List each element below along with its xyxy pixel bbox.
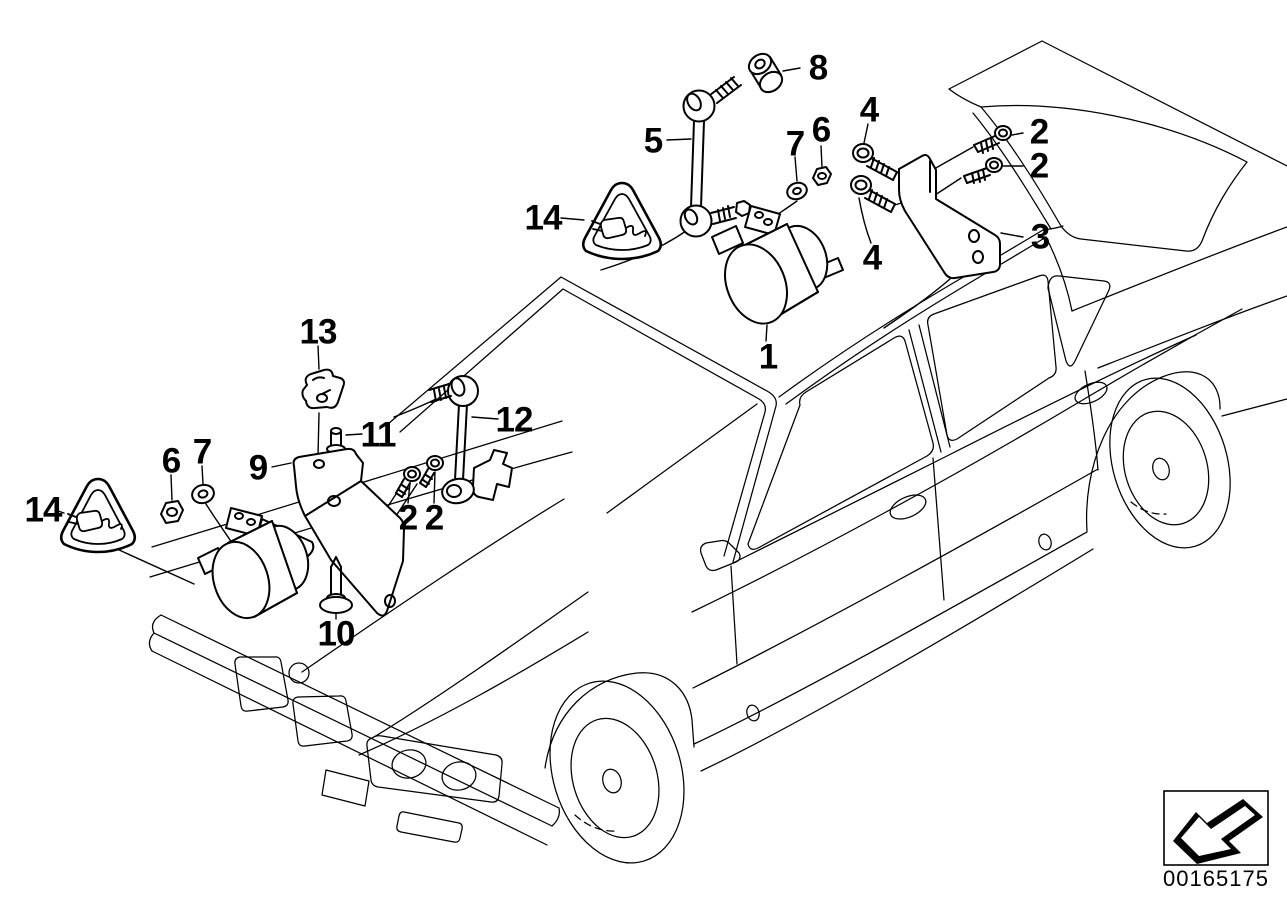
part-8-bushing (747, 52, 784, 94)
callout-2-front-1: 2 (398, 498, 418, 538)
part-4-screws (850, 143, 898, 213)
part-10-screw (319, 556, 353, 614)
callout-14-left: 14 (24, 490, 63, 530)
part-7-washer-top (786, 181, 808, 201)
part-12-link-rod (428, 375, 513, 505)
callout-9: 9 (248, 448, 268, 488)
callout-7-top: 7 (785, 124, 805, 164)
callout-3: 3 (1030, 217, 1050, 257)
callout-11: 11 (360, 415, 397, 455)
callout-13: 13 (299, 312, 338, 352)
callout-6-left: 6 (161, 441, 181, 481)
part-5-link-rod (679, 76, 751, 238)
level-sensor-front (197, 507, 315, 620)
callout-7-left: 7 (192, 432, 212, 472)
callout-1: 1 (758, 337, 778, 377)
callout-6-top: 6 (811, 110, 831, 150)
warning-triangle-top (581, 181, 663, 261)
callout-14-top: 14 (524, 198, 563, 238)
diagram-stamp (1163, 790, 1269, 866)
callout-10: 10 (317, 614, 356, 654)
part-3-bracket-rear (898, 154, 1001, 280)
callout-5: 5 (643, 121, 663, 161)
callout-2-front-2: 2 (424, 498, 444, 538)
part-9-bracket-front (292, 447, 405, 617)
warning-triangle-left (59, 477, 137, 554)
part-1-level-sensor-rear (711, 205, 844, 325)
callout-4-top: 4 (859, 90, 879, 130)
diagram-id-number: 00165175 (1163, 866, 1269, 891)
connector-plug-warning-icon (67, 509, 123, 533)
part-6-nut-top (812, 166, 832, 186)
page-direction-arrow-icon (1173, 799, 1263, 864)
callout-8: 8 (808, 48, 828, 88)
leader-lines (57, 67, 1024, 620)
part-2-screws-front (395, 455, 444, 498)
callout-12: 12 (495, 400, 534, 440)
part-13-clip (301, 368, 345, 410)
callout-2-rear-2: 2 (1029, 146, 1049, 186)
connector-plug-warning-icon (591, 216, 647, 240)
callout-4-mid: 4 (862, 238, 882, 278)
car-body-outline (148, 40, 1287, 864)
part-2-screws-rear (963, 125, 1012, 184)
part-7-washer-left (191, 483, 215, 505)
callout-2-rear-1: 2 (1029, 112, 1049, 152)
part-6-nut-left (160, 500, 184, 524)
